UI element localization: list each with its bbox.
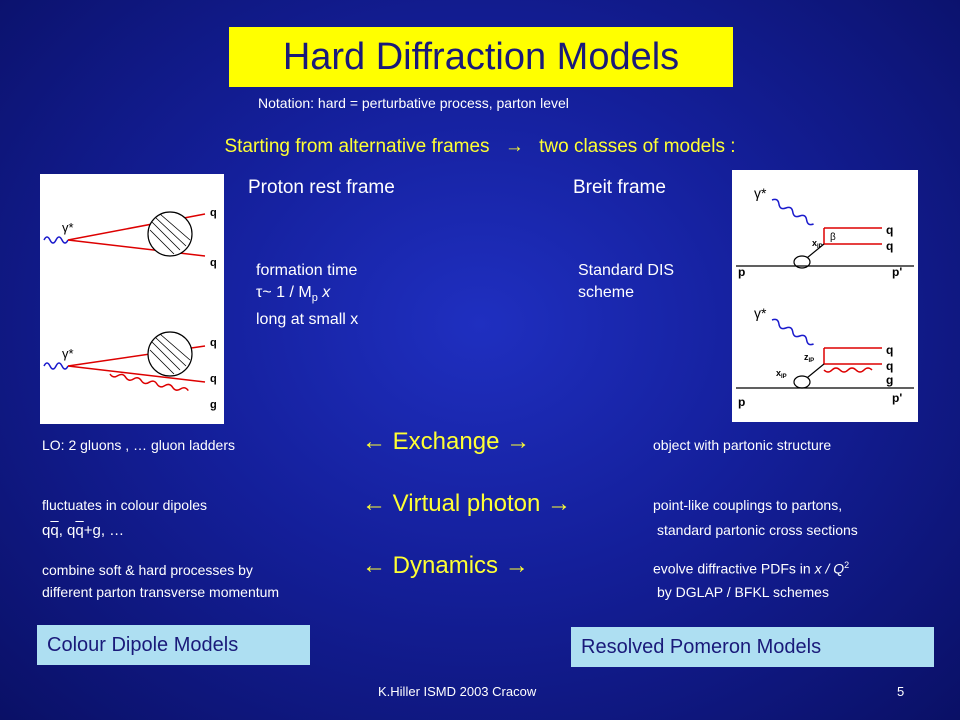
intro-left: Starting from alternative frames — [224, 136, 490, 157]
virtual-photon-label: ← Virtual photon → — [362, 490, 572, 517]
g-label-2: g — [210, 399, 217, 411]
p-prime-label-4: p' — [892, 391, 902, 405]
gamma-label-4: γ* — [754, 305, 767, 321]
exchange-label: ← Exchange → — [362, 428, 531, 455]
footer-author: K.Hiller ISMD 2003 Cracow — [378, 684, 537, 699]
tau-symbol: τ — [256, 284, 263, 301]
proton-note-line1: formation time — [256, 262, 358, 279]
photon-wavy-line-2 — [43, 362, 69, 370]
photon-wavy-line-1 — [43, 236, 69, 244]
gluon-line-4 — [823, 367, 873, 373]
g-label-4: g — [886, 373, 893, 387]
z-ip-label: zIP — [804, 352, 814, 364]
notation-text: Notation: hard = perturbative process, p… — [258, 95, 569, 111]
x-ip-label-3: xIP — [812, 238, 823, 250]
q-label-3b: q — [886, 239, 893, 253]
p-label-4: p — [738, 395, 745, 409]
p-prime-label-3: p' — [892, 265, 902, 279]
dynamics-left-text2: different parton transverse momentum — [42, 584, 280, 600]
q-label-4a: q — [886, 343, 893, 357]
x-ip-label-4: xIP — [776, 368, 787, 380]
gamma-label-3: γ* — [754, 185, 767, 201]
pomeron-diagram: γ* xIP β q q p p' γ* zIP xIP q q g p p' — [732, 170, 918, 422]
exchange-left-text: LO: 2 gluons , … gluon ladders — [42, 437, 236, 453]
q-label-1b: q — [210, 257, 217, 269]
proton-note-line3: long at small x — [256, 311, 359, 329]
qbar-symbol-2: q — [75, 522, 84, 539]
q-label-4b: q — [886, 359, 893, 373]
dipole-diagram: γ* q q γ* q q g — [40, 174, 224, 424]
pomeron-vertex-4 — [793, 375, 811, 389]
dynamics-left-text1: combine soft & hard processes by — [42, 562, 253, 578]
blob-hatch-1 — [149, 213, 191, 255]
breit-note-line2: scheme — [578, 284, 635, 301]
q-label-2a: q — [210, 337, 217, 349]
breit-note-line1: Standard DIS — [578, 262, 675, 279]
intro-arrow-icon: → — [504, 136, 524, 157]
colour-dipole-models-label: Colour Dipole Models — [47, 633, 239, 656]
photon-wavy-line-3 — [771, 198, 814, 226]
proton-rest-note: formation time τ~ 1 / Mp x long at small… — [256, 260, 358, 331]
quark-line-2b — [67, 365, 206, 383]
colour-dipole-models-box: Colour Dipole Models — [37, 625, 310, 665]
p-label-3: p — [738, 265, 745, 279]
proton-note-sub: p — [311, 292, 318, 305]
proton-rest-frame-label: Proton rest frame — [248, 177, 395, 198]
intro-right: two classes of models : — [539, 136, 736, 157]
breit-note: Standard DIS scheme — [578, 260, 674, 304]
dynamics-right-text1: evolve diffractive PDFs in x / Q2 — [653, 560, 849, 577]
target-blob-1 — [147, 211, 193, 257]
blob-hatch-2 — [149, 333, 191, 375]
q-label-2b: q — [210, 373, 217, 385]
gluon-line-2 — [109, 373, 189, 392]
breit-frame-label: Breit frame — [573, 177, 666, 198]
q-symbol-2: , q — [58, 522, 76, 539]
dynamics-right-vars: x / Q — [814, 560, 845, 577]
pomeron-vertex-3 — [793, 255, 811, 269]
proton-note-line2: τ~ 1 / Mp x — [256, 282, 358, 309]
target-blob-2 — [147, 331, 193, 377]
virtual-photon-left-text1: fluctuates in colour dipoles — [42, 497, 207, 513]
exchange-right-text: object with partonic structure — [653, 437, 832, 453]
proton-note-approx: ~ 1 / M — [262, 284, 312, 301]
gamma-label-1: γ* — [62, 220, 74, 235]
quark-line-1b — [67, 239, 206, 257]
virtual-photon-right-text1: point-like couplings to partons, — [653, 497, 843, 513]
virtual-photon-right-text2: standard partonic cross sections — [657, 522, 858, 538]
dynamics-label: ← Dynamics → — [362, 552, 529, 579]
page-number: 5 — [897, 684, 905, 699]
plus-gluon-text: +g, … — [83, 522, 125, 539]
beta-label: β — [830, 232, 836, 243]
dynamics-right-text2: by DGLAP / BFKL schemes — [657, 584, 829, 600]
q-symbol-1: q — [42, 522, 51, 539]
title-box: Hard Diffraction Models — [229, 27, 733, 87]
page-title: Hard Diffraction Models — [282, 35, 680, 78]
gamma-label-2: γ* — [62, 346, 74, 361]
intro-line: Starting from alternative frames → two c… — [0, 136, 960, 158]
dynamics-right-prefix: evolve diffractive PDFs in — [653, 560, 815, 577]
q-label-1a: q — [210, 207, 217, 219]
virtual-photon-left-text2: qq, qq+g, … — [42, 522, 124, 539]
resolved-pomeron-models-box: Resolved Pomeron Models — [571, 627, 934, 667]
photon-wavy-line-4 — [771, 318, 814, 346]
dynamics-right-sup: 2 — [844, 560, 850, 570]
proton-note-x: x — [317, 284, 331, 301]
qbar-symbol-1: q — [50, 522, 59, 539]
q-label-3a: q — [886, 223, 893, 237]
resolved-pomeron-models-label: Resolved Pomeron Models — [581, 635, 822, 658]
